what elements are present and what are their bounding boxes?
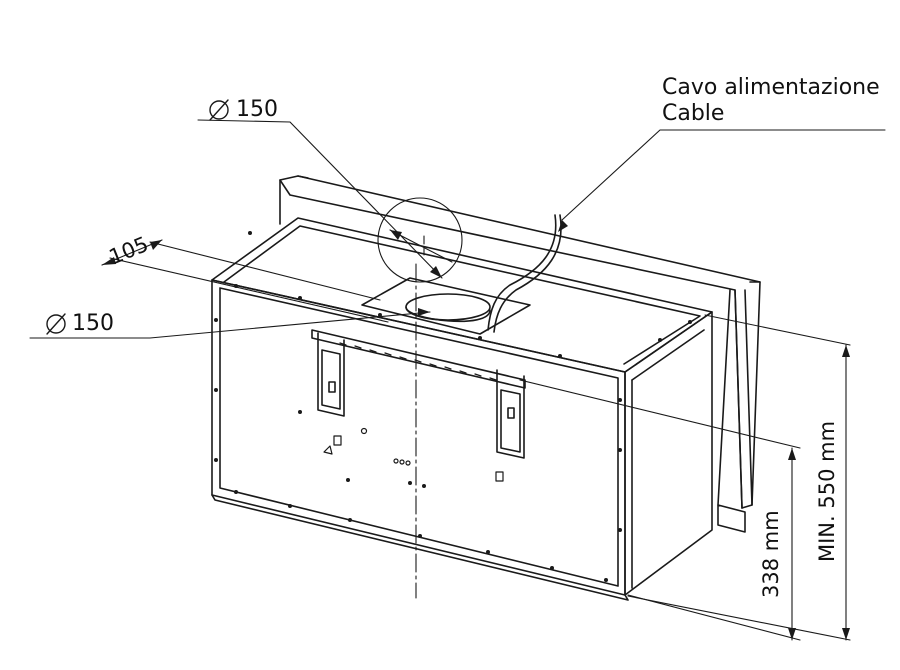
dimension-338-label: 338 mm bbox=[759, 510, 783, 598]
diameter-top-label: 150 bbox=[236, 97, 278, 122]
diameter-symbols bbox=[46, 99, 229, 335]
screw-dots bbox=[214, 231, 692, 582]
mounting-rail bbox=[311, 329, 526, 459]
top-outlet bbox=[361, 277, 531, 335]
front-details bbox=[323, 427, 504, 482]
power-cable bbox=[487, 214, 562, 333]
dimension-lines bbox=[29, 119, 886, 641]
arrow-heads bbox=[102, 220, 850, 640]
dimension-550-label: MIN. 550 mm bbox=[815, 420, 839, 562]
back-plate bbox=[279, 175, 761, 533]
cable-label-line1: Cavo alimentazione bbox=[662, 75, 880, 100]
hood-body bbox=[211, 217, 713, 601]
diameter-side-label: 150 bbox=[72, 311, 114, 336]
cable-label-line2: Cable bbox=[662, 101, 725, 126]
